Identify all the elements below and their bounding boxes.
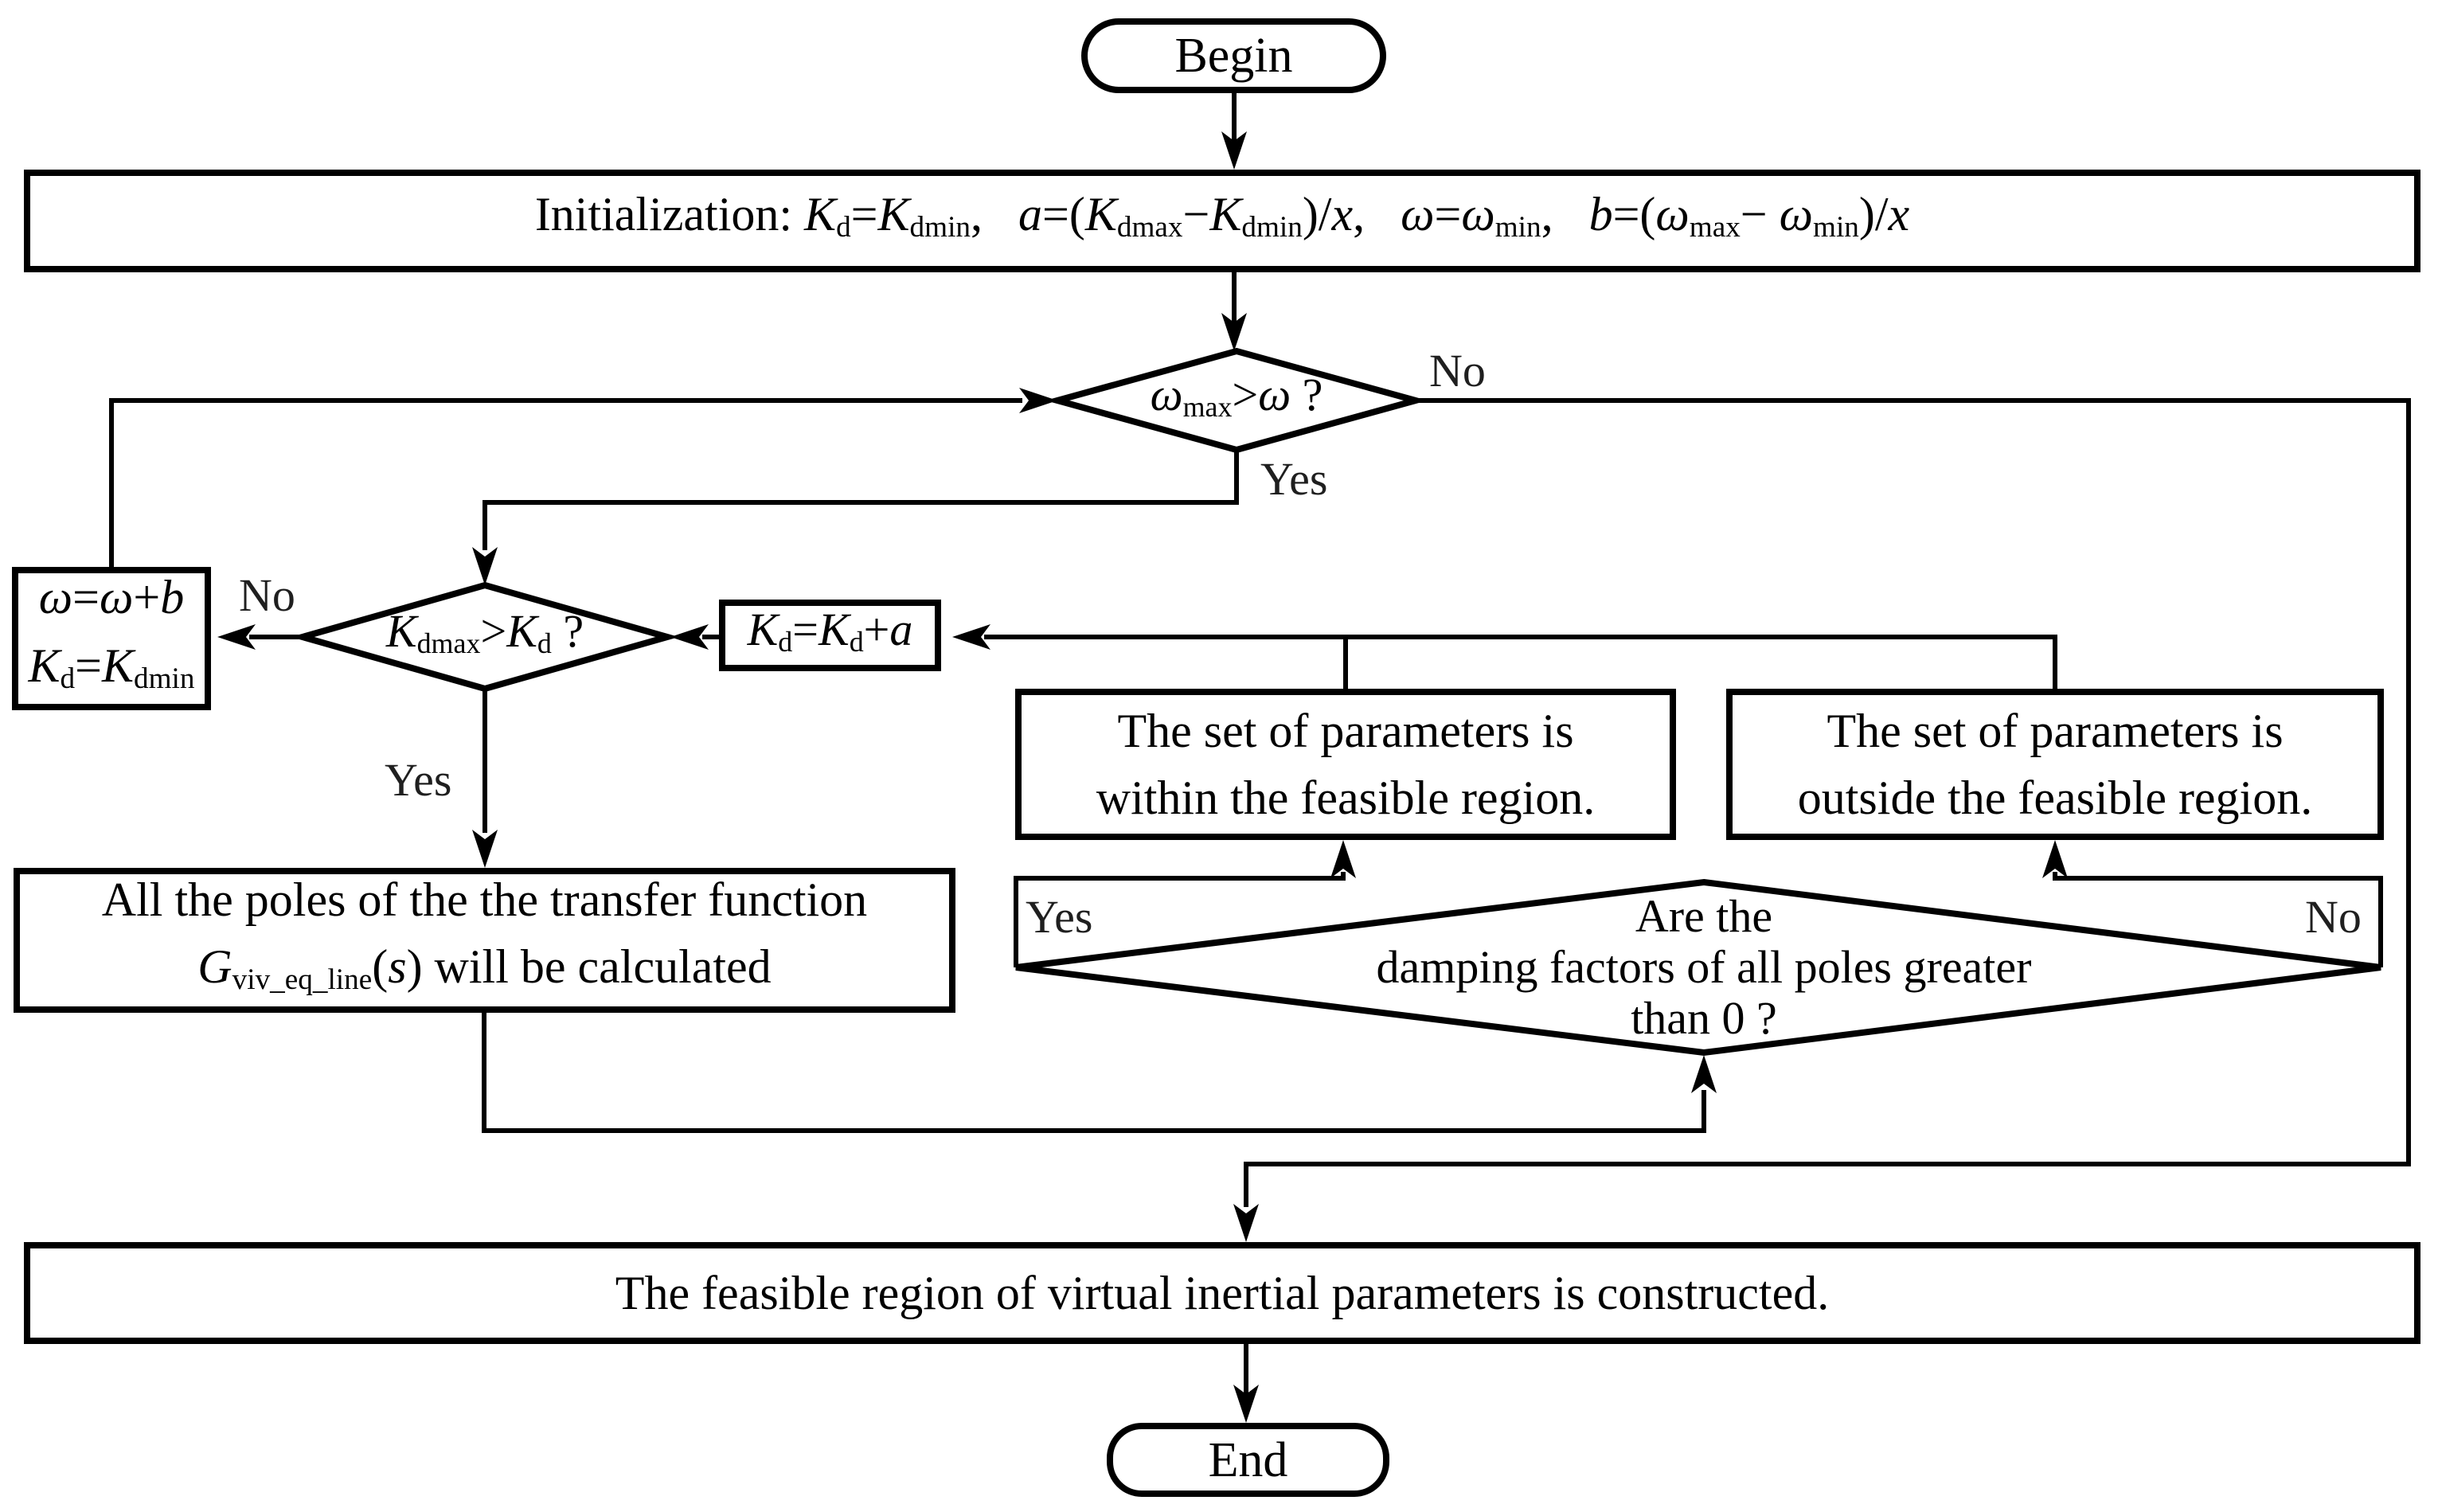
omega-update-line2: Kd=Kdmin	[28, 639, 195, 696]
end-label: End	[1208, 1432, 1288, 1487]
decision-damping-line2: damping factors of all poles greater	[1376, 941, 2032, 993]
decision-omega-no-label: No	[1429, 345, 1486, 397]
set-within-line2: within the feasible region.	[1096, 772, 1596, 824]
decision-damping-no-label: No	[2305, 891, 2362, 943]
edge-omega-update-loop	[109, 398, 1022, 567]
arrowhead-into-init	[1221, 131, 1247, 170]
kd-update-box: Kd=Kd+a	[719, 600, 941, 671]
decision-damping-line1: Are the	[1635, 890, 1773, 942]
set-outside-box: The set of parameters is outside the fea…	[1726, 689, 2384, 840]
poles-calc-line2: Gviv_eq_line(s) will be calculated	[197, 940, 772, 997]
poles-calc-box: All the poles of the the transfer functi…	[14, 868, 955, 1013]
arrowhead-into-decision-omega-left	[1019, 388, 1057, 413]
result-box: The feasible region of virtual inertial …	[24, 1242, 2420, 1344]
edge-damping-no-to-outside	[2053, 872, 2383, 967]
arrowhead-into-decision-omega	[1221, 313, 1247, 351]
initialization-text: Initialization: Kd=Kdmin, a=(Kdmax−Kdmin…	[534, 187, 1910, 244]
decision-damping-text: Are the damping factors of all poles gre…	[1322, 890, 2086, 1045]
arrowhead-into-decision-damping	[1691, 1055, 1717, 1093]
initialization-box: Initialization: Kd=Kdmin, a=(Kdmax−Kdmin…	[24, 170, 2420, 272]
decision-damping-line3: than 0 ?	[1631, 992, 1777, 1044]
edge-decision-omega-yes	[483, 450, 1239, 550]
arrowhead-into-outside-box	[2042, 840, 2068, 878]
decision-damping-diamond	[1015, 878, 2381, 1057]
result-text: The feasible region of virtual inertial …	[615, 1267, 1830, 1319]
arrowhead-into-within-box	[1330, 840, 1356, 878]
decision-kd-yes-label: Yes	[385, 754, 452, 806]
arrowhead-into-kd-update	[952, 624, 990, 650]
arrowhead-into-end	[1233, 1385, 1259, 1423]
arrowhead-into-result	[1233, 1204, 1259, 1242]
set-outside-line1: The set of parameters is	[1827, 705, 2284, 757]
set-within-line1: The set of parameters is	[1117, 705, 1574, 757]
poles-calc-line1: All the poles of the the transfer functi…	[101, 873, 868, 927]
decision-omega-text: ωmax>ω ?	[1150, 368, 1323, 423]
edge-decision-omega-no-loop	[1244, 398, 2411, 1207]
edge-poles-to-decision-damping	[482, 1013, 1706, 1133]
omega-update-box: ω=ω+b Kd=Kdmin	[12, 567, 211, 710]
edge-damping-yes-to-within	[1014, 872, 1346, 967]
decision-omega-yes-label: Yes	[1260, 453, 1328, 505]
arrowhead-into-poles-box	[472, 830, 498, 868]
decision-omega-diamond	[1045, 347, 1428, 454]
omega-update-line1: ω=ω+b	[38, 571, 185, 624]
set-within-box: The set of parameters is within the feas…	[1015, 689, 1676, 840]
decision-kd-no-label: No	[239, 569, 295, 621]
decision-kd-diamond	[291, 581, 679, 693]
kd-update-text: Kd=Kd+a	[747, 603, 913, 658]
decision-damping-yes-label: Yes	[1026, 891, 1093, 943]
begin-terminator: Begin	[1081, 18, 1386, 93]
arrowhead-into-omega-update	[217, 624, 256, 650]
arrowhead-into-decision-kd-right	[670, 624, 709, 650]
arrowhead-into-decision-kd-top	[472, 547, 498, 585]
decision-kd-text: Kdmax>Kd ?	[385, 604, 584, 659]
begin-label: Begin	[1174, 29, 1293, 83]
set-outside-line2: outside the feasible region.	[1797, 772, 2313, 824]
end-terminator: End	[1107, 1423, 1389, 1497]
